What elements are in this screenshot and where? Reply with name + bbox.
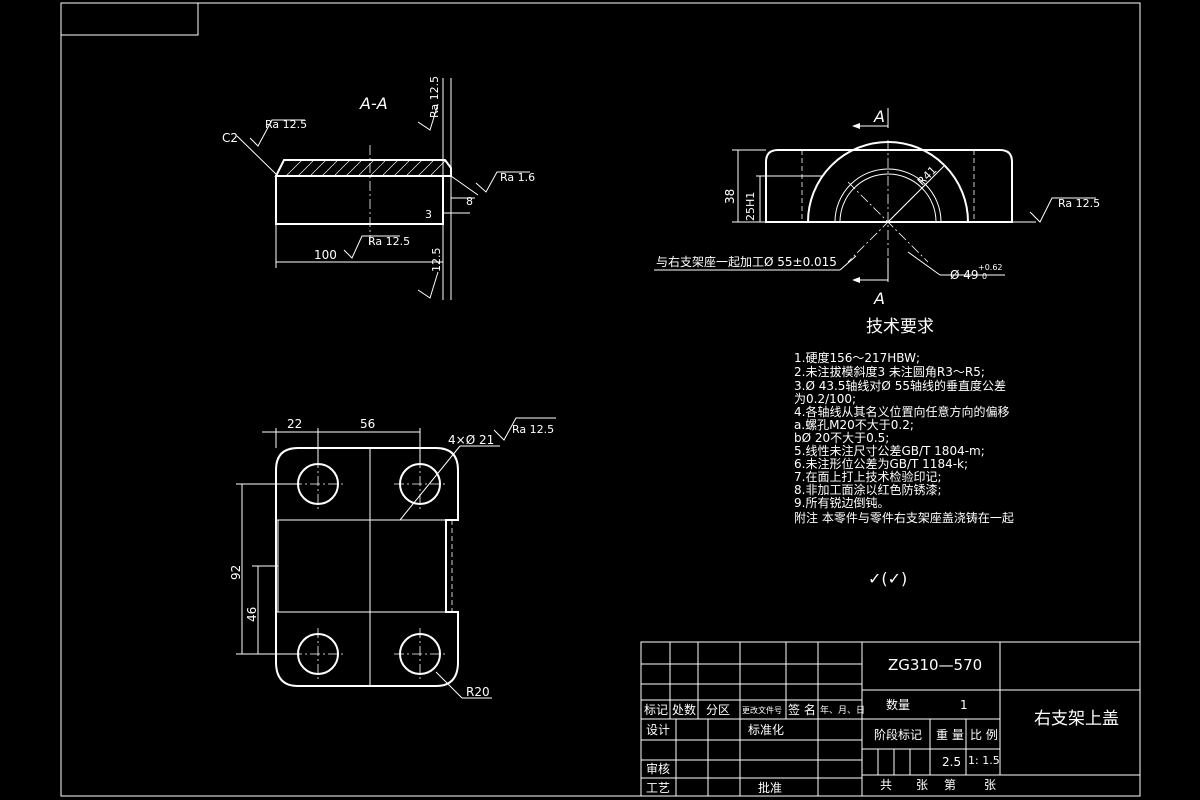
- rev-count: 处数: [672, 702, 696, 717]
- rev-date: 年、月、日: [820, 704, 865, 716]
- tech-line-3: 3.Ø 43.5轴线对Ø 55轴线的垂直度公差: [794, 378, 1006, 393]
- weight-label: 重 量: [936, 728, 964, 742]
- approve-label: 批准: [758, 780, 782, 795]
- tech-line-13: 附注 本零件与零件右支架座盖浇铸在一起: [794, 510, 1014, 525]
- dim-46: 46: [245, 607, 259, 622]
- dim-100: 100: [314, 248, 337, 262]
- dim-38: 38: [723, 189, 737, 204]
- stage-label: 阶段标记: [874, 727, 922, 742]
- corner-box: [60, 2, 199, 36]
- front-view: A A R41 38 25H1 Ra 12.5 与右支架座一起加工Ø 5: [654, 107, 1100, 308]
- section-title: A-A: [359, 94, 388, 113]
- tech-requirements: 技术要求 1.硬度156～217HBW; 2.未注拔模斜度3 未注圆角R3～R5…: [794, 317, 1014, 588]
- roughness-top-view: Ra 12.5: [512, 423, 554, 436]
- quantity-value: 1: [960, 698, 968, 712]
- roughness-top: Ra 12.5: [265, 118, 307, 131]
- bore-tol-upper: +0.62: [978, 263, 1003, 272]
- corner-radius: R20: [466, 685, 490, 699]
- rev-sign: 签 名: [788, 702, 816, 717]
- check-label: 审核: [646, 761, 670, 776]
- section-label-bottom: A: [873, 289, 885, 308]
- tech-line-2: 2.未注拔模斜度3 未注圆角R3～R5;: [794, 364, 985, 379]
- tech-line-12: 9.所有锐边倒钝。: [794, 496, 889, 510]
- bore-dia: Ø 49: [950, 268, 979, 282]
- standard-label: 标准化: [748, 723, 784, 737]
- sheet-label-2: 第: [944, 778, 956, 792]
- tech-line-1: 1.硬度156～217HBW;: [794, 350, 920, 365]
- weight-value: 2.5: [942, 755, 961, 769]
- rev-doc: 更改文件号: [742, 705, 782, 715]
- drawing-frame: [60, 2, 1141, 797]
- tech-line-10: 7.在面上打上技术检验印记;: [794, 469, 942, 484]
- dim-8: 8: [466, 195, 473, 208]
- sheet-total: 共: [880, 778, 892, 792]
- chamfer-label: C2: [222, 131, 238, 145]
- roughness-bottom: Ra 12.5: [368, 235, 410, 248]
- roughness-front: Ra 12.5: [1058, 197, 1100, 210]
- tech-line-6: a.螺孔M20不大于0.2;: [794, 418, 914, 432]
- dim-25h1: 25H1: [744, 192, 757, 221]
- roughness-right-top: Ra 12.5: [428, 76, 441, 118]
- tech-title: 技术要求: [866, 317, 934, 337]
- dim-3: 3: [425, 208, 432, 221]
- part-name: 右支架上盖: [1034, 709, 1119, 729]
- roughness-right-bottom: 12.5: [430, 248, 443, 273]
- dim-92: 92: [229, 565, 243, 580]
- process-label: 工艺: [646, 781, 670, 795]
- tech-line-7: bØ 20不大于0.5;: [794, 431, 889, 445]
- top-view: 22 56 4×Ø 21 Ra 12.5 92 46 R20: [229, 417, 556, 699]
- note-bore: 与右支架座一起加工Ø 55±0.015: [656, 254, 837, 269]
- rev-mark: 标记: [644, 703, 668, 717]
- sheet-label-3: 张: [984, 778, 996, 792]
- holes-label: 4×Ø 21: [448, 433, 494, 447]
- bore-tol-lower: 0: [982, 272, 987, 281]
- material: ZG310—570: [888, 656, 982, 674]
- section-label-top: A: [873, 107, 885, 126]
- rev-zone: 分区: [706, 703, 730, 717]
- tech-line-4: 为0.2/100;: [794, 392, 856, 406]
- roughness-general: ✓(✓): [868, 569, 907, 588]
- design-label: 设计: [646, 723, 670, 737]
- tech-line-5: 4.各轴线从其名义位置向任意方向的偏移: [794, 404, 1009, 419]
- tech-line-11: 8.非加工面涂以红色防锈漆;: [794, 482, 942, 497]
- title-block: ZG310—570 右支架上盖 数量 1 阶段标记 重 量 比 例 2.5 1:…: [640, 641, 1141, 797]
- tech-line-9: 6.未注形位公差为GB/T 1184-k;: [794, 456, 968, 471]
- roughness-1-6: Ra 1.6: [500, 171, 535, 184]
- dim-22: 22: [287, 417, 302, 431]
- scale-value: 1: 1.5: [968, 754, 1000, 767]
- dim-56: 56: [360, 417, 375, 431]
- sheet-label-1: 张: [916, 778, 928, 792]
- quantity-label: 数量: [886, 697, 910, 712]
- tech-line-8: 5.线性未注尺寸公差GB/T 1804-m;: [794, 443, 985, 458]
- scale-label: 比 例: [970, 728, 998, 742]
- section-view: A-A C2 Ra 12.5: [222, 76, 535, 300]
